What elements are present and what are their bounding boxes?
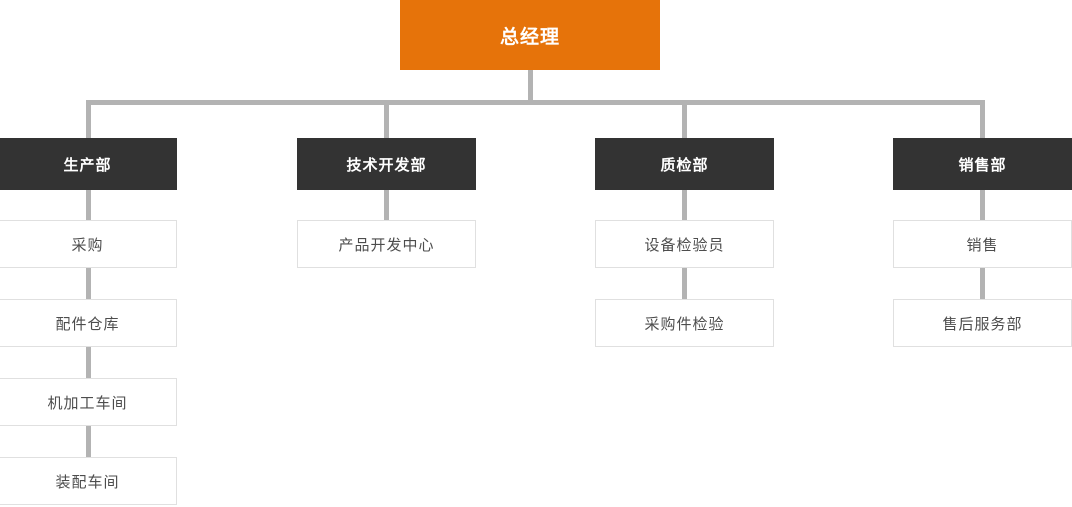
node-sales-dept: 销售部 (893, 138, 1072, 190)
node-machining-workshop: 机加工车间 (0, 378, 177, 426)
node-assembly-workshop: 装配车间 (0, 457, 177, 505)
node-after-sales-service: 售后服务部 (893, 299, 1072, 347)
node-equipment-inspector: 设备检验员 (595, 220, 774, 268)
connector-root-drop (528, 68, 533, 105)
connector-col-production (86, 100, 91, 460)
node-sales: 销售 (893, 220, 1072, 268)
node-product-dev-center: 产品开发中心 (297, 220, 476, 268)
node-parts-warehouse: 配件仓库 (0, 299, 177, 347)
node-general-manager: 总经理 (400, 0, 660, 70)
node-tech-development-dept: 技术开发部 (297, 138, 476, 190)
node-quality-inspection-dept: 质检部 (595, 138, 774, 190)
node-purchasing: 采购 (0, 220, 177, 268)
node-purchased-parts-inspection: 采购件检验 (595, 299, 774, 347)
node-production-dept: 生产部 (0, 138, 177, 190)
connector-col-quality (682, 100, 687, 302)
connector-horizontal-rail (86, 100, 985, 105)
connector-col-sales (980, 100, 985, 302)
